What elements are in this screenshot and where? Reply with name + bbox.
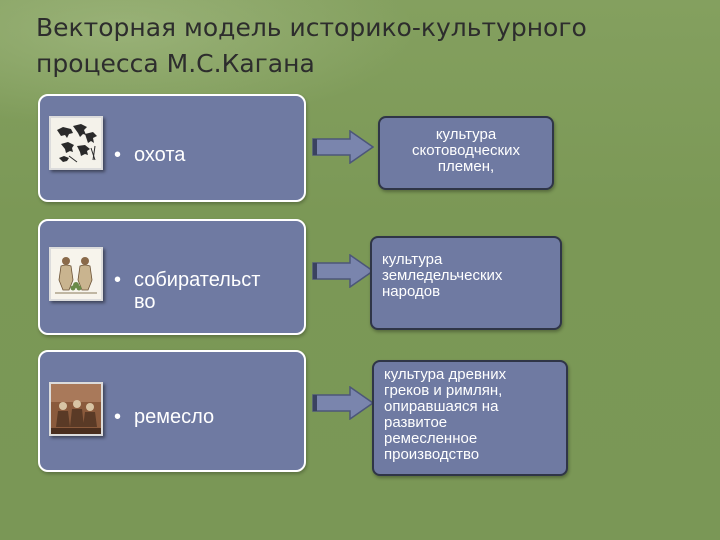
- activity-box-gathering: • собирательст во: [38, 219, 306, 335]
- activity-text: собирательст во: [134, 269, 261, 313]
- arrow-right-icon: [312, 254, 374, 288]
- result-box-herders: культура скотоводческих племен,: [378, 116, 554, 190]
- bullet-marker: •: [114, 144, 122, 166]
- activity-label: • собирательст во: [114, 269, 284, 313]
- result-box-greeks-romans: культура древних греков и римлян, опирав…: [372, 360, 568, 476]
- result-text: культура земледельческих народов: [382, 251, 503, 300]
- title-line-1: Векторная модель историко-культурного: [36, 13, 587, 42]
- slide-title: Векторная модель историко-культурного пр…: [36, 10, 696, 82]
- title-line-2: процесса М.С.Кагана: [36, 49, 315, 78]
- activity-box-hunting: • охота: [38, 94, 306, 202]
- ancient-fresco-icon: [49, 382, 103, 436]
- arrow-right-icon: [312, 130, 374, 164]
- activity-label: • охота: [114, 144, 304, 166]
- result-text: культура древних греков и римлян, опирав…: [384, 366, 507, 463]
- result-text: культура скотоводческих племен,: [412, 126, 520, 175]
- activity-label: • ремесло: [114, 406, 304, 428]
- activity-text: ремесло: [134, 406, 215, 428]
- arrow-right-icon: [312, 386, 374, 420]
- activity-box-craft: • ремесло: [38, 350, 306, 472]
- activity-text: охота: [134, 144, 186, 166]
- gatherers-drawing-icon: [49, 247, 103, 301]
- result-box-farmers: культура земледельческих народов: [370, 236, 562, 330]
- cave-painting-icon: [49, 116, 103, 170]
- bullet-marker: •: [114, 269, 122, 291]
- bullet-marker: •: [114, 406, 122, 428]
